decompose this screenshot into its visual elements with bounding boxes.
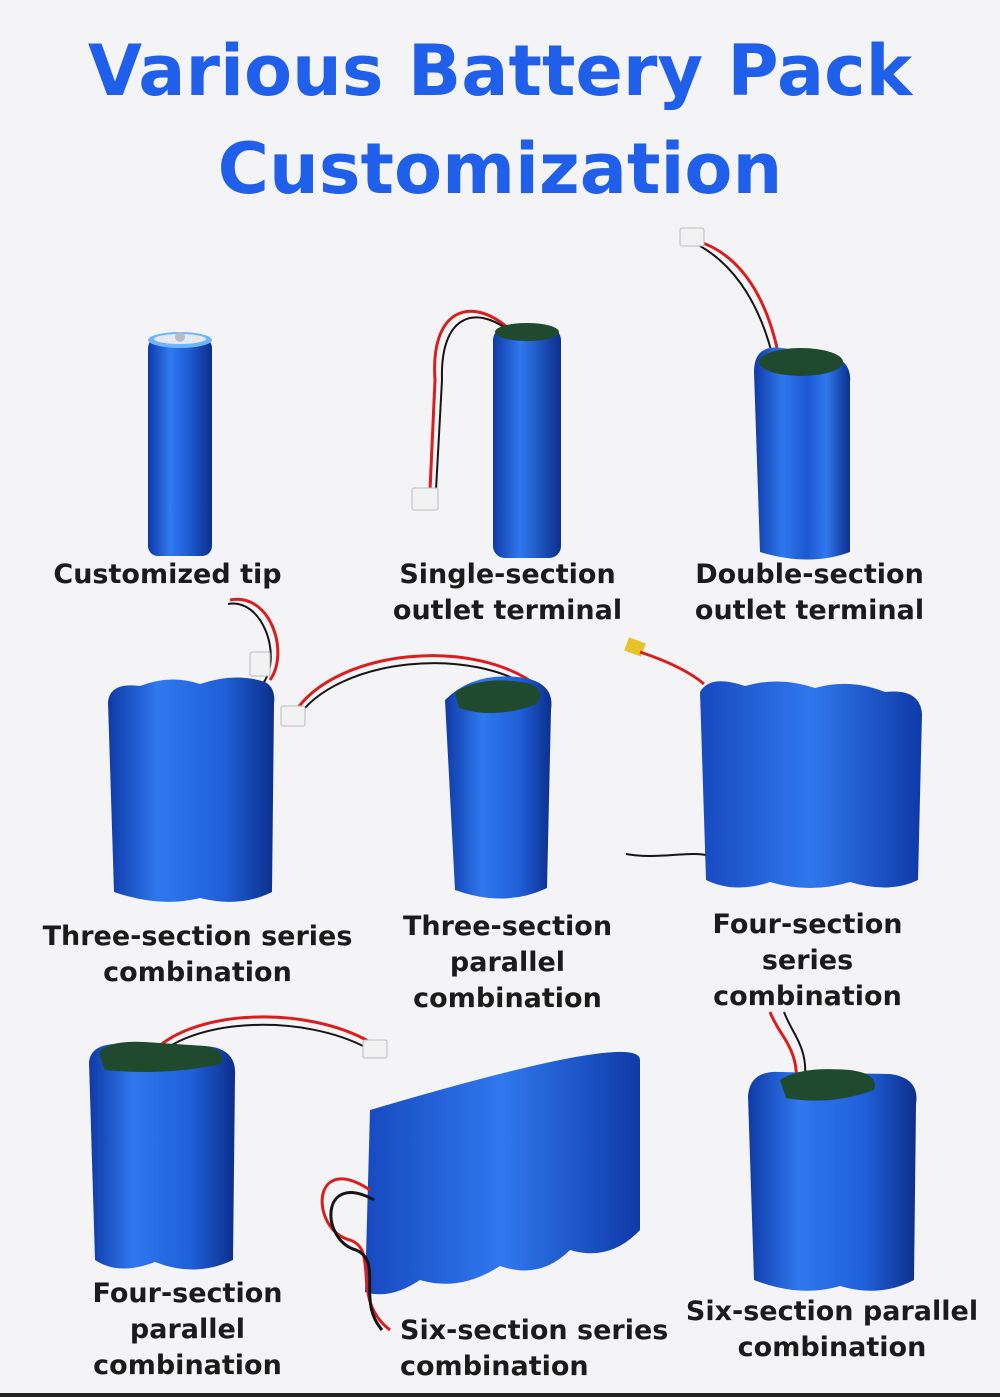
double-cell-pack-icon xyxy=(679,227,851,560)
page-title-line1: Various Battery Pack xyxy=(87,30,913,112)
product-label-single-section: Single-section outlet terminal xyxy=(392,559,623,626)
product-label-double-section: Double-section outlet terminal xyxy=(694,559,925,626)
six-cell-series-pack-icon xyxy=(320,1051,640,1332)
product-label-six-parallel: Six-section parallel combination xyxy=(685,1296,979,1363)
single-cell-pack-icon xyxy=(411,309,561,558)
product-label-customized-tip: Customized tip xyxy=(53,559,282,590)
page-title-line2: Customization xyxy=(217,128,783,210)
product-label-four-series: Four-section series combination xyxy=(712,909,903,1012)
bottom-border xyxy=(0,1393,1000,1397)
three-cell-series-pack-icon xyxy=(108,597,280,902)
three-cell-parallel-pack-icon xyxy=(280,654,552,899)
six-cell-parallel-pack-icon xyxy=(748,1011,917,1291)
product-label-four-parallel: Four-section parallel combination xyxy=(92,1278,283,1381)
product-label-three-parallel: Three-section parallel combination xyxy=(402,911,613,1014)
four-cell-series-pack-icon xyxy=(624,637,922,888)
four-cell-parallel-pack-icon xyxy=(89,1015,388,1270)
product-label-three-series: Three-section series combination xyxy=(42,921,353,988)
product-label-six-series: Six-section series combination xyxy=(400,1315,669,1382)
cylindrical-cell-icon xyxy=(148,332,212,556)
